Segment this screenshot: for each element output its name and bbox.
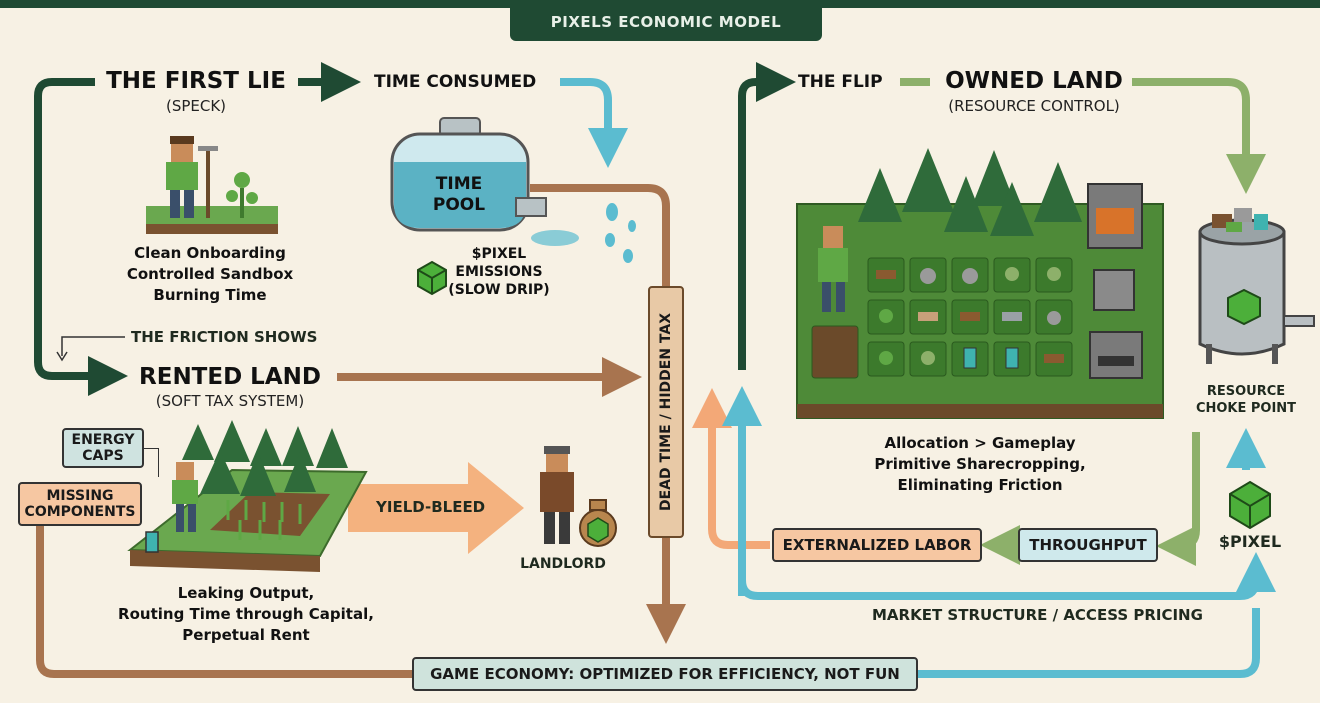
owned-land-illustration — [796, 148, 1164, 419]
arrow-pool-drain — [530, 184, 686, 644]
header-tab: PIXELS ECONOMIC MODEL — [510, 3, 822, 41]
arrow-bottom-loop — [36, 522, 412, 678]
friction-label: THE FRICTION SHOWS — [131, 328, 318, 346]
arrow-the-flip — [738, 62, 796, 370]
friction-connector — [61, 336, 125, 356]
first-lie-caption: Clean Onboarding Controlled Sandbox Burn… — [126, 244, 294, 304]
market-structure-label: MARKET STRUCTURE / ACCESS PRICING — [872, 606, 1203, 624]
time-pool-tank — [390, 117, 636, 263]
first-lie-subtitle: (SPECK) — [165, 97, 227, 115]
choke-point-label: RESOURCE CHOKE POINT — [1195, 384, 1297, 416]
page-title: PIXELS ECONOMIC MODEL — [550, 13, 782, 31]
energy-caps-connector — [144, 448, 159, 477]
owned-land-title: OWNED LAND — [945, 68, 1123, 94]
rented-land-caption: Leaking Output, Routing Time through Cap… — [118, 584, 374, 644]
rented-land-illustration — [127, 420, 368, 572]
dead-time-pillar: DEAD TIME / HIDDEN TAX — [648, 286, 684, 538]
owned-land-caption: Allocation > Gameplay Primitive Sharecro… — [874, 434, 1086, 494]
dead-time-label: DEAD TIME / HIDDEN TAX — [658, 312, 675, 512]
rented-land-title: RENTED LAND — [139, 364, 321, 390]
yield-bleed-label: YIELD-BLEED — [376, 498, 486, 516]
pixel-token-label: $PIXEL — [1218, 532, 1282, 551]
resource-can-illustration — [1198, 208, 1315, 364]
arrow-economy-to-pixel — [916, 608, 1260, 678]
arrow-time-to-pool — [560, 78, 628, 168]
emissions-caption: $PIXEL EMISSIONS (SLOW DRIP) — [448, 246, 550, 298]
arrow-first-lie-to-rented — [34, 78, 128, 396]
speck-farmer-illustration — [146, 136, 278, 234]
rented-land-subtitle: (SOFT TAX SYSTEM) — [155, 392, 305, 410]
the-flip-label: THE FLIP — [798, 72, 883, 92]
game-economy-banner: GAME ECONOMY: OPTIMIZED FOR EFFICIENCY, … — [412, 657, 918, 691]
first-lie-title: THE FIRST LIE — [106, 68, 286, 94]
arrow-owned-to-choke — [1132, 78, 1266, 194]
arrow-labor-up — [692, 388, 770, 549]
arrow-choke-to-throughput — [1156, 432, 1200, 566]
externalized-labor-box: EXTERNALIZED LABOR — [772, 528, 982, 562]
yield-bleed-arrow — [348, 462, 524, 554]
time-pool-label: TIME POOL — [432, 174, 486, 215]
landlord-illustration — [540, 446, 617, 547]
time-consumed-label: TIME CONSUMED — [374, 72, 537, 92]
owned-land-subtitle: (RESOURCE CONTROL) — [948, 97, 1120, 115]
pixel-token-cube-icon — [1229, 480, 1271, 530]
arrow-market-structure — [738, 552, 1276, 600]
throughput-box: THROUGHPUT — [1018, 528, 1158, 562]
pixel-cube-icon — [417, 260, 447, 296]
landlord-label: LANDLORD — [520, 556, 606, 572]
